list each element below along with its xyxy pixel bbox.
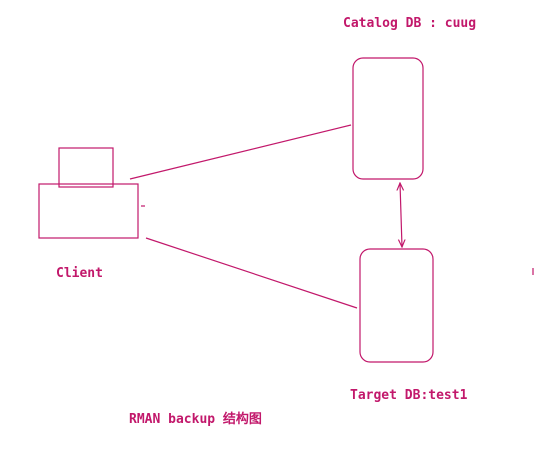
client-monitor-shape	[58, 147, 114, 188]
client-node	[38, 147, 145, 239]
catalog-target-arrow	[400, 183, 402, 247]
diagram-caption: RMAN backup 结构图	[129, 412, 262, 427]
client-target-connector	[145, 237, 358, 309]
client-base-shape	[38, 183, 139, 239]
catalog-db-node	[352, 57, 424, 180]
client-label: Client	[56, 266, 103, 281]
target-db-node	[359, 248, 434, 363]
client-catalog-connector	[129, 124, 352, 180]
catalog-db-label: Catalog DB : cuug	[343, 16, 477, 31]
target-db-label: Target DB:test1	[350, 388, 468, 403]
